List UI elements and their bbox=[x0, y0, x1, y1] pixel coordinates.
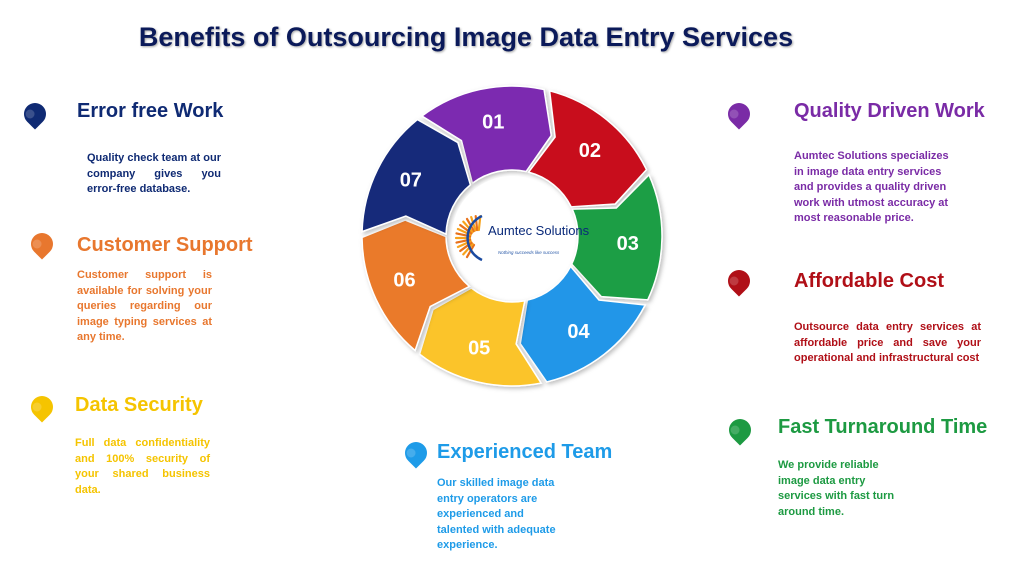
sunburst-ray bbox=[462, 242, 474, 256]
heading-error-free: Error free Work bbox=[77, 100, 224, 122]
desc-customer-support: Customer support is available for solvin… bbox=[77, 269, 212, 343]
segment-05 bbox=[418, 287, 543, 387]
segment-numbers: 01 02 03 04 05 06 07 bbox=[393, 112, 638, 360]
desc-experienced-team: Our skilled image data entry operators a… bbox=[437, 477, 556, 551]
page-title: Benefits of Outsourcing Image Data Entry… bbox=[138, 22, 794, 52]
heading-experienced-team: Experienced Team bbox=[437, 441, 613, 463]
segment-number-07: 07 bbox=[400, 169, 422, 191]
wheel-segments bbox=[361, 85, 663, 387]
heading-customer-support: Customer Support bbox=[77, 234, 253, 256]
segment-04 bbox=[519, 265, 647, 383]
logo-tagline: Nothing succeeds like success bbox=[498, 250, 560, 255]
desc-affordable-cost: Outsource data entry services at afforda… bbox=[794, 321, 981, 364]
sunburst-icon bbox=[454, 214, 483, 262]
logo: Aumtec Solutions Nothing succeeds like s… bbox=[454, 214, 590, 262]
segment-number-06: 06 bbox=[393, 270, 415, 292]
segment-number-02: 02 bbox=[579, 140, 601, 162]
logo-name: Aumtec Solutions bbox=[488, 223, 590, 238]
desc-fast-turnaround: We provide reliable image data entry ser… bbox=[778, 459, 895, 518]
desc-error-free: Quality check team at our company gives … bbox=[87, 152, 221, 195]
segment-number-05: 05 bbox=[468, 337, 490, 359]
segment-number-01: 01 bbox=[482, 112, 504, 134]
segment-02 bbox=[527, 89, 648, 208]
heading-data-security: Data Security bbox=[75, 394, 203, 416]
sunburst-ray bbox=[462, 220, 474, 234]
segment-07 bbox=[361, 118, 472, 236]
sunburst-ray bbox=[477, 215, 482, 232]
desc-data-security: Full data confidentiality and 100% secur… bbox=[75, 437, 210, 496]
logo-arc bbox=[466, 214, 483, 262]
segment-number-03: 03 bbox=[617, 233, 639, 255]
segment-01 bbox=[420, 85, 553, 185]
center-circle bbox=[452, 176, 572, 296]
segment-06 bbox=[361, 219, 471, 352]
segment-number-04: 04 bbox=[567, 321, 590, 343]
heading-affordable-cost: Affordable Cost bbox=[794, 270, 944, 292]
heading-quality-driven: Quality Driven Work bbox=[794, 100, 985, 122]
desc-quality-driven: Aumtec Solutions specializes in image da… bbox=[794, 150, 949, 224]
segment-03 bbox=[570, 173, 663, 301]
heading-fast-turnaround: Fast Turnaround Time bbox=[778, 416, 988, 438]
